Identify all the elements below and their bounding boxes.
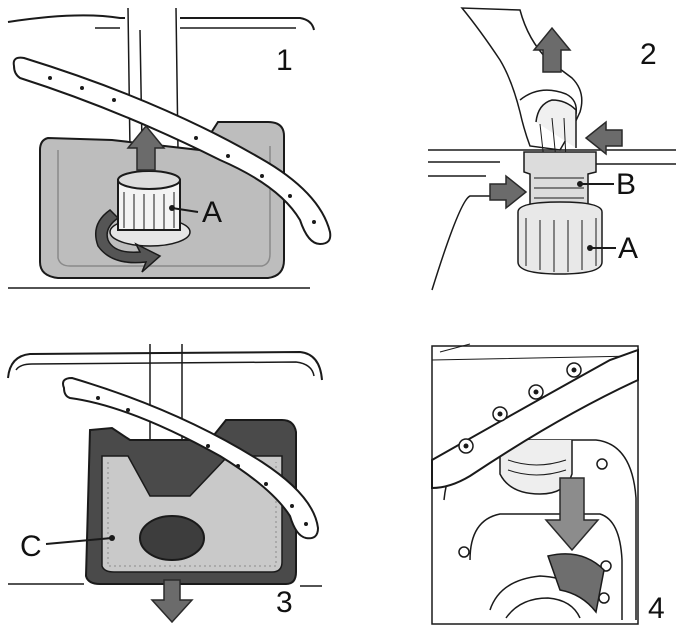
tub-top-edge	[7, 350, 323, 381]
callout-label-a: A	[202, 196, 222, 229]
rotate-arrow-icon	[95, 209, 162, 273]
panel-3: C 3	[7, 344, 323, 624]
down-arrow-icon	[150, 579, 194, 624]
step-number-1: 1	[276, 44, 293, 77]
panel-1: A 1	[7, 7, 332, 289]
down-arrow-icon	[544, 477, 600, 552]
left-arrow-icon	[584, 120, 623, 156]
callout-label-c: C	[20, 530, 42, 563]
callout-label-b: B	[616, 168, 636, 201]
fine-filter-a	[517, 201, 603, 275]
tub-floor	[428, 149, 676, 177]
panel-4: 4	[431, 343, 665, 625]
spray-arm	[12, 56, 332, 246]
callout-label-a: A	[618, 232, 638, 265]
step-number-4: 4	[648, 592, 665, 625]
up-arrow-icon	[532, 26, 572, 73]
drain-cap	[139, 515, 205, 561]
right-arrow-icon	[489, 174, 528, 210]
step-number-2: 2	[640, 38, 657, 71]
up-arrow-icon	[126, 124, 166, 171]
step-number-3: 3	[276, 586, 293, 619]
tub-top-edge	[7, 14, 315, 31]
spray-arm	[62, 376, 320, 540]
filter-insert	[547, 553, 605, 614]
spray-arm	[431, 348, 639, 490]
panel-2: B A 2	[428, 7, 676, 291]
